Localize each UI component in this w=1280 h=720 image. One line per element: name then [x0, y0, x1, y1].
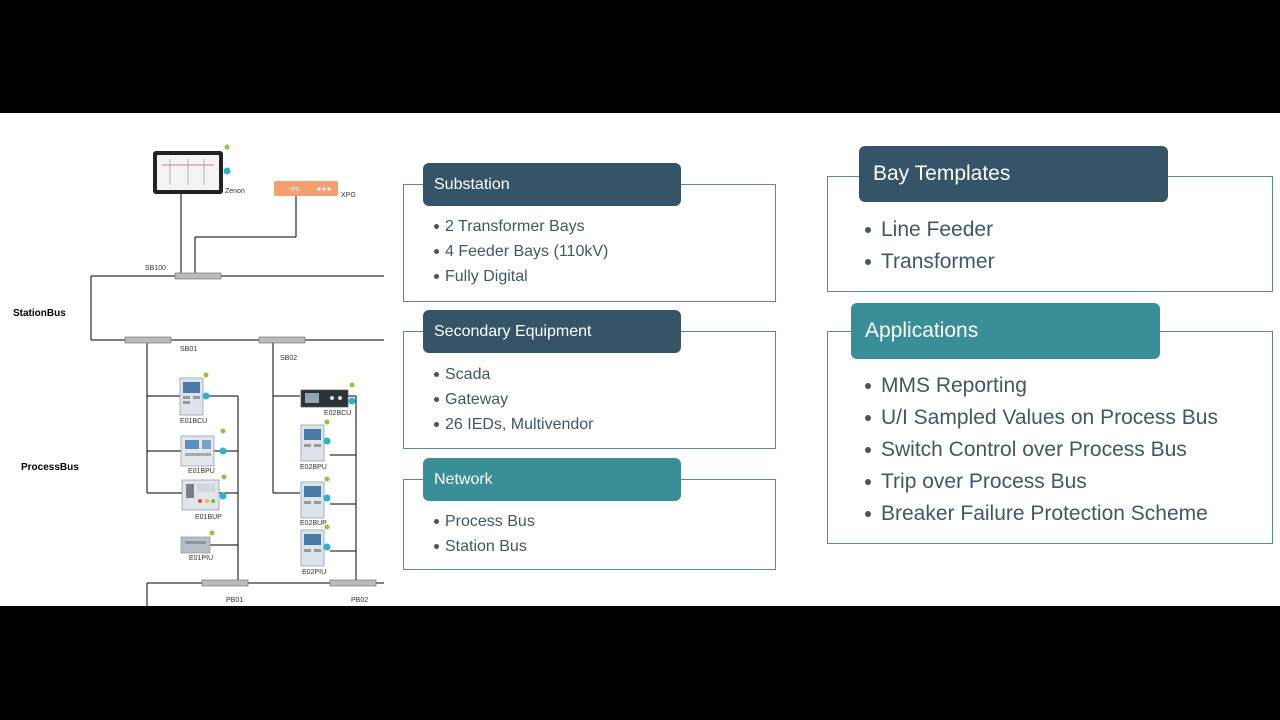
bullet-icon [865, 383, 871, 389]
e01piu-device-icon [180, 536, 211, 554]
svg-text:XPG: XPG [289, 187, 300, 193]
switch-sb02 [258, 336, 306, 344]
applications-header: Applications [851, 303, 1160, 359]
e02bpu-device-icon [300, 424, 325, 462]
list-item: Process Bus [434, 509, 535, 534]
network-topology-diagram: XPG [0, 113, 390, 606]
bullet-icon [865, 415, 871, 421]
e02piu-device-icon [300, 529, 325, 567]
list-item: Switch Control over Process Bus [865, 434, 1218, 466]
list-item: 26 IEDs, Multivendor [434, 412, 594, 437]
list-item: MMS Reporting [865, 370, 1218, 402]
network-list: Process Bus Station Bus [434, 509, 535, 559]
bullet-icon [434, 372, 439, 377]
e02bcu-label: E02BCU [324, 410, 352, 417]
sb02-label: SB02 [280, 355, 298, 362]
zenon-monitor-icon [153, 151, 223, 194]
secondary-equipment-list: Scada Gateway 26 IEDs, Multivendor [434, 362, 594, 437]
bullet-icon [434, 249, 439, 254]
list-item: Transformer [865, 246, 995, 278]
bay-templates-header: Bay Templates [859, 146, 1168, 202]
topology-lines: XPG [90, 144, 384, 606]
slide: XPG [0, 113, 1280, 606]
e01bcu-device-icon [179, 377, 204, 416]
e01bup-label: E01BUP [195, 514, 222, 521]
e01bpu-label: E01BPU [188, 468, 215, 475]
bullet-icon [865, 511, 871, 517]
network-header: Network [423, 458, 681, 501]
xpg-label: XPG [341, 192, 356, 199]
switch-pb01 [201, 579, 249, 587]
list-item: Gateway [434, 387, 594, 412]
list-item: Breaker Failure Protection Scheme [865, 498, 1218, 530]
sb100-label: SB100 [145, 265, 167, 272]
bullet-icon [434, 519, 439, 524]
e02bcu-device-icon [300, 389, 349, 408]
switch-sb100 [174, 272, 222, 280]
pb02-label: PB02 [351, 597, 369, 604]
applications-list: MMS Reporting U/I Sampled Values on Proc… [865, 370, 1218, 530]
xpg-gateway-icon: XPG [274, 181, 338, 196]
bullet-icon [865, 479, 871, 485]
bullet-icon [434, 397, 439, 402]
applications-card [827, 331, 1273, 544]
switch-sb01 [124, 336, 172, 344]
e01bpu-device-icon [180, 435, 215, 467]
bullet-icon [434, 422, 439, 427]
secondary-equipment-header: Secondary Equipment [423, 310, 681, 353]
zenon-label: Zenon [225, 188, 245, 195]
bay-templates-list: Line Feeder Transformer [865, 214, 995, 278]
bullet-icon [865, 227, 871, 233]
process-bus-label: ProcessBus [21, 462, 79, 473]
bullet-icon [865, 259, 871, 265]
e01piu-label: E01PIU [189, 555, 214, 562]
switch-pb02 [329, 579, 377, 587]
list-item: Line Feeder [865, 214, 995, 246]
e01bup-device-icon [181, 479, 220, 511]
bullet-icon [434, 544, 439, 549]
e01bcu-label: E01BCU [180, 418, 208, 425]
station-bus-label: StationBus [13, 308, 66, 319]
list-item: Trip over Process Bus [865, 466, 1218, 498]
sb01-label: SB01 [180, 346, 198, 353]
pb01-label: PB01 [226, 597, 244, 604]
substation-list: 2 Transformer Bays 4 Feeder Bays (110kV)… [434, 214, 608, 289]
e02bpu-label: E02BPU [300, 464, 327, 471]
e02bup-device-icon [300, 481, 325, 519]
e02bup-label: E02BUP [300, 520, 327, 527]
bullet-icon [865, 447, 871, 453]
bullet-icon [434, 224, 439, 229]
list-item: Station Bus [434, 534, 535, 559]
list-item: U/I Sampled Values on Process Bus [865, 402, 1218, 434]
list-item: 2 Transformer Bays [434, 214, 608, 239]
bullet-icon [434, 274, 439, 279]
list-item: Fully Digital [434, 264, 608, 289]
list-item: Scada [434, 362, 594, 387]
e02piu-label: E02PIU [302, 569, 327, 576]
substation-header: Substation [423, 163, 681, 206]
list-item: 4 Feeder Bays (110kV) [434, 239, 608, 264]
